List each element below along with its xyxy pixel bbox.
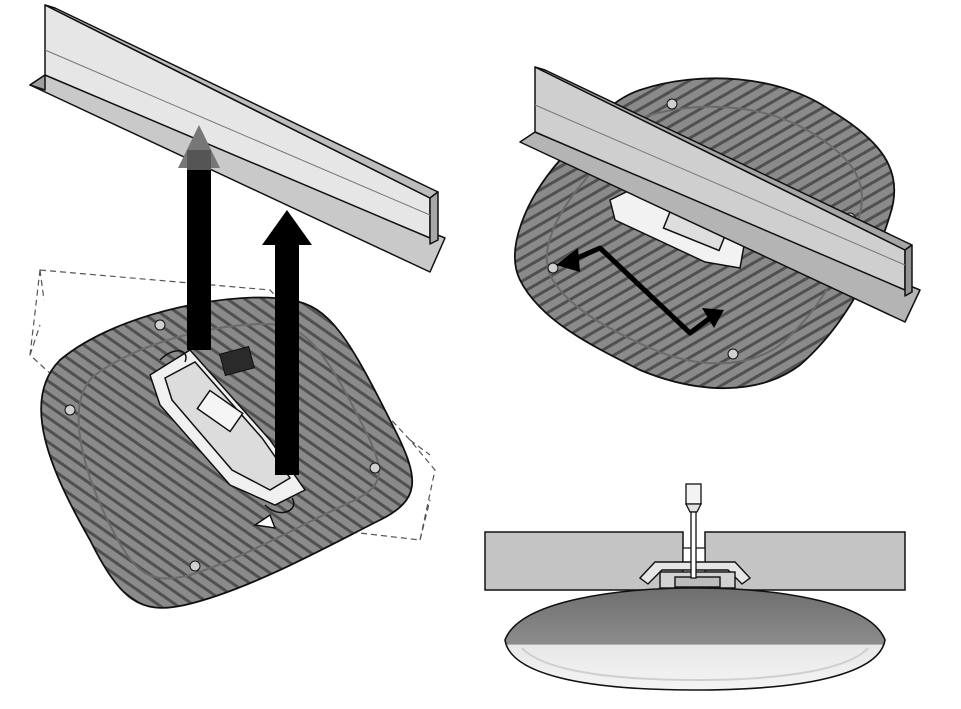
mount-hole — [547, 262, 559, 274]
ceiling-tile-left — [484, 531, 684, 591]
arrow-up-icon — [178, 125, 220, 350]
ethernet-port — [219, 345, 255, 377]
screwdriver-icon — [684, 483, 703, 579]
mounting-bracket — [638, 561, 752, 589]
mount-hole — [666, 98, 678, 110]
mount-hole — [369, 462, 381, 474]
mount-hole — [154, 319, 166, 331]
ceiling-rail-2 — [519, 66, 921, 323]
ceiling-rail-1 — [29, 4, 446, 273]
mount-hole — [64, 404, 76, 416]
mounting-bracket — [149, 349, 307, 529]
mount-hole — [727, 348, 739, 360]
double-headed-arrow-icon — [556, 245, 724, 336]
access-point-1 — [40, 296, 414, 609]
panel-rotate — [514, 66, 921, 390]
panel-release — [484, 483, 906, 691]
access-point-3 — [504, 587, 886, 691]
arrow-up-icon — [262, 210, 312, 475]
mount-hole — [189, 560, 201, 572]
panel-attach — [29, 4, 446, 609]
